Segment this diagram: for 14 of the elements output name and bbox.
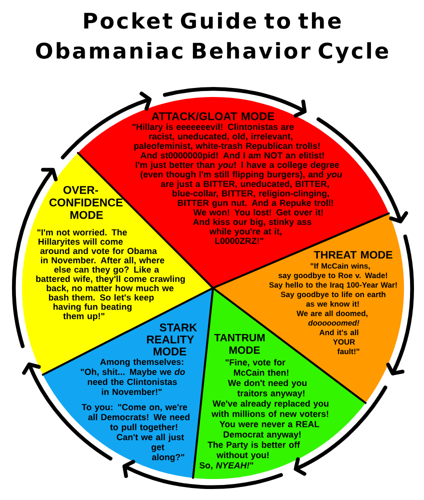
curved-arrow [294,386,388,476]
mode-heading: ATTACK/GLOAT MODE [152,112,274,120]
quote-text: Among themselves: "Oh, shit... Maybe we do need the Clintonistas in November!" [80,358,185,395]
mode-heading: STARK REALITY MODE [147,324,198,356]
quote-text: "Fine, vote for McCain then! We don't need you traitors anyway! We've already replaced you with millions of new voters! You were never a REAL Democrat anyway! The Party is better off without you! So, NYEAH!" [199,359,328,470]
title: Pocket Guide to the Obamaniac Behavior Cycle [36,12,388,64]
mode-heading: THREAT MODE [314,251,392,259]
curved-arrow [122,460,283,490]
curved-arrow [60,92,152,160]
quote-text: To you: "Come on, we're all Democrats! We need to pull together! Can't we all just get along?" [82,404,190,462]
mode-heading: OVER-CONFIDENCE MODE [49,186,123,219]
mode-heading: TANTRUM MODE [214,334,265,354]
curved-arrow [22,362,112,460]
curved-arrow [316,117,408,224]
